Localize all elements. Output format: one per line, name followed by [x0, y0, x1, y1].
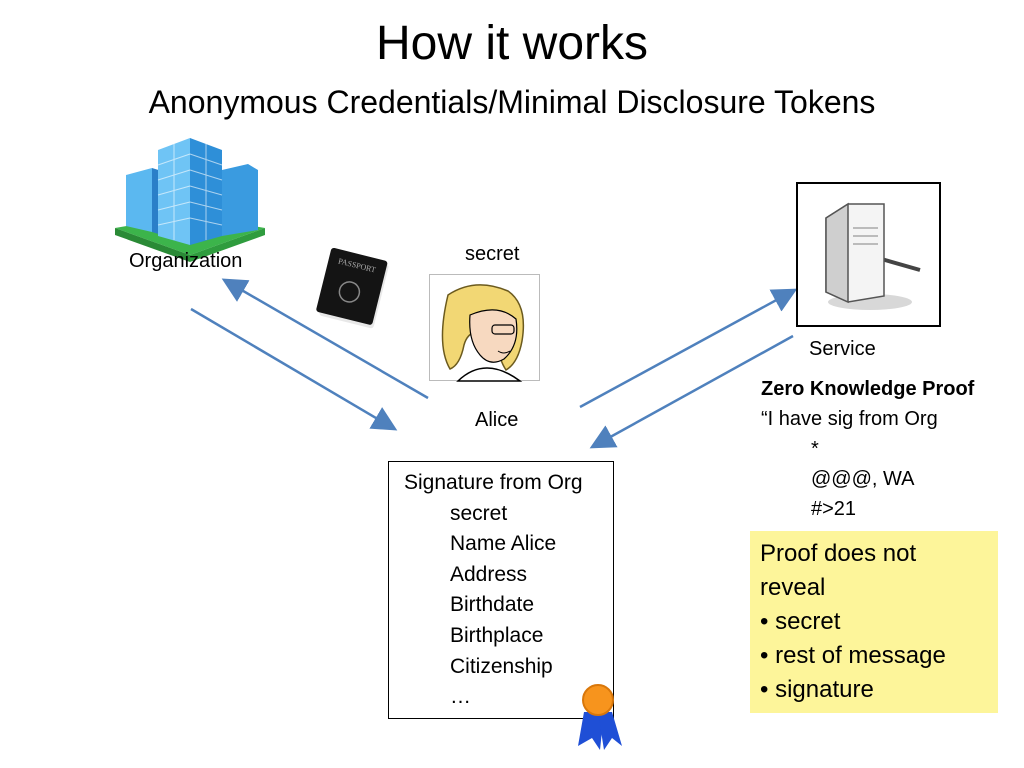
- proof-heading: Proof does not reveal: [760, 540, 917, 601]
- credential-box: Signature from Org secret Name Alice Add…: [388, 461, 614, 719]
- credential-field: Address: [450, 562, 528, 586]
- proof-bullet: • secret: [760, 608, 841, 635]
- slide-subtitle: Anonymous Credentials/Minimal Disclosure…: [148, 84, 876, 120]
- slide-title: How it works: [375, 17, 649, 70]
- proof-bullet: • rest of message: [760, 642, 946, 669]
- credential-field: Birthplace: [450, 623, 544, 647]
- zkp-heading: Zero Knowledge Proof: [761, 378, 975, 400]
- organization-label: Organization: [129, 250, 243, 272]
- zkp-line: @@@, WA: [811, 468, 915, 490]
- alice-label: Alice: [475, 409, 519, 431]
- alice-portrait-icon: [441, 284, 525, 382]
- zkp-line: “I have sig from Org: [761, 408, 938, 430]
- alice-portrait-frame: [429, 274, 540, 382]
- credential-field: …: [450, 685, 471, 709]
- zero-knowledge-proof-text: Zero Knowledge Proof “I have sig from Or…: [761, 374, 974, 524]
- credential-field: Name Alice: [450, 532, 557, 556]
- credential-field: secret: [450, 501, 508, 525]
- arrow-service-to-alice: [589, 334, 794, 449]
- service-frame: [796, 182, 941, 327]
- proof-bullet: • signature: [760, 676, 874, 703]
- zkp-line: #>21: [811, 498, 857, 520]
- arrow-alice-to-org: [221, 278, 429, 400]
- credential-header: Signature from Org: [404, 471, 583, 494]
- arrow-alice-to-service: [579, 288, 798, 409]
- zkp-line: *: [811, 438, 819, 460]
- secret-label: secret: [465, 243, 520, 265]
- proof-box: Proof does not reveal • secret • rest of…: [750, 531, 998, 713]
- server-icon: [825, 202, 921, 310]
- credential-field: Citizenship: [450, 654, 553, 678]
- arrow-org-to-alice: [190, 307, 398, 431]
- service-label: Service: [809, 338, 876, 360]
- credential-field: Birthdate: [450, 593, 535, 617]
